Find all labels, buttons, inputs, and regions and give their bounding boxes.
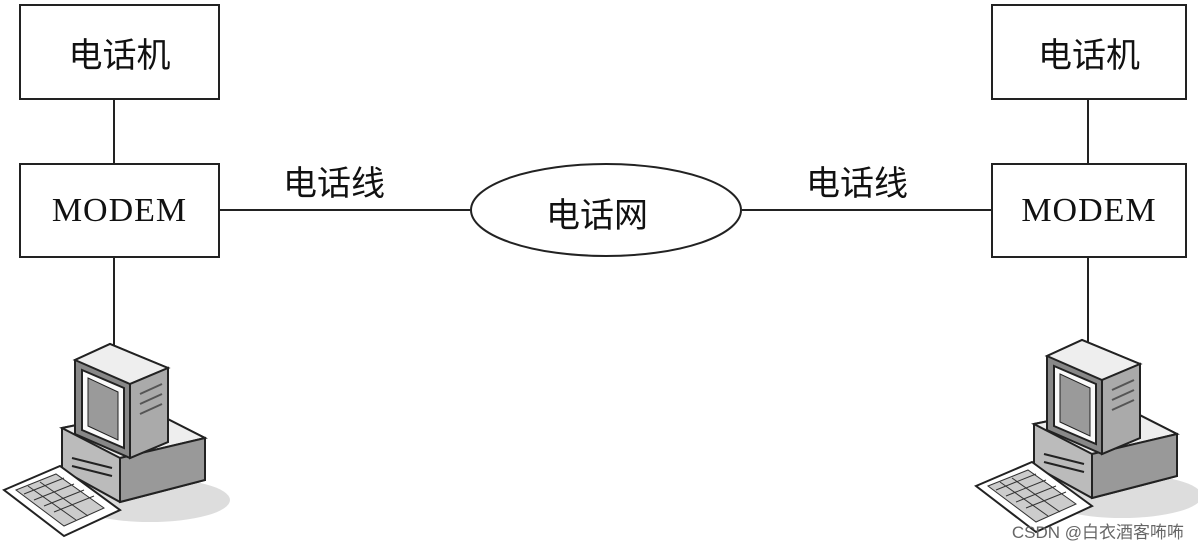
network-label: 电话网 (546, 196, 648, 236)
left-modem-label: MODEM (51, 191, 188, 229)
keyboard-icon (14, 473, 106, 527)
left-line-label: 电话线 (283, 164, 385, 204)
right-modem-box: MODEM (991, 163, 1187, 258)
right-phone-box: 电话机 (991, 4, 1187, 100)
left-modem-box: MODEM (19, 163, 220, 258)
watermark: CSDN @白衣酒客咘咘 (1011, 523, 1184, 542)
keyboard-icon (986, 469, 1078, 523)
computer-icon (974, 338, 1198, 534)
network-ellipse (470, 163, 742, 257)
left-phone-label: 电话机 (68, 35, 171, 76)
right-modem-label: MODEM (1021, 191, 1157, 229)
right-phone-label: 电话机 (1038, 35, 1140, 76)
computer-icon (2, 342, 230, 538)
right-line-label: 电话线 (806, 164, 908, 204)
left-phone-box: 电话机 (19, 4, 220, 100)
